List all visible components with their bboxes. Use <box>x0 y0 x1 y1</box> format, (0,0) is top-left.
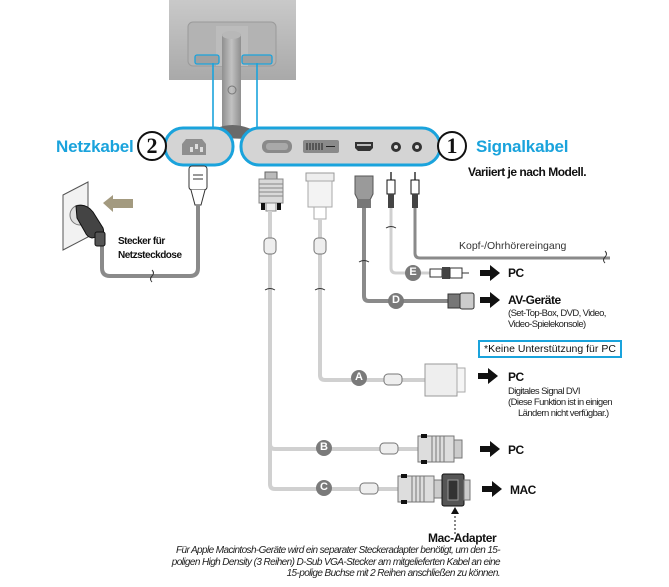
arrow-icon <box>480 292 500 308</box>
destination-d-description: (Set-Top-Box, DVD, Video, Video-Spieleko… <box>508 308 606 330</box>
power-port-panel <box>163 126 235 167</box>
power-section-title: Netzkabel <box>56 137 134 156</box>
hdmi-note-box: *Keine Unterstützung für PC <box>478 340 622 358</box>
headphone-label: Kopf-/Ohrhörereingang <box>459 240 567 252</box>
signal-section-subtitle: Variiert je nach Modell. <box>468 165 587 179</box>
destination-b: PC <box>508 443 524 457</box>
arrow-icon <box>480 441 500 457</box>
destination-d: AV-Geräte <box>508 293 561 307</box>
badge-letter-a: A <box>355 371 363 383</box>
monitor-back <box>169 0 296 139</box>
badge-letter-e: E <box>409 266 417 278</box>
badge-d <box>388 293 404 309</box>
destination-a-description: Digitales Signal DVI (Diese Funktion ist… <box>508 386 613 419</box>
badge-a <box>351 370 367 386</box>
hdmi-port-icon <box>355 142 373 151</box>
badge-letter-c: C <box>320 481 328 493</box>
cable-paths <box>263 208 610 495</box>
power-plug-label-line1: Stecker für <box>118 236 165 247</box>
badge-letter-b: B <box>320 441 328 453</box>
power-section-number: 2 <box>137 131 167 161</box>
mac-adapter-title: Mac-Adapter <box>428 531 497 545</box>
power-plug-label: Stecker für Netzsteckdose <box>118 235 182 263</box>
badge-e <box>405 265 421 281</box>
signal-connectors <box>258 171 420 220</box>
dvi-port-icon <box>303 140 339 153</box>
power-plug-label-line2: Netzsteckdose <box>118 250 182 261</box>
arrow-icon <box>478 368 498 384</box>
destination-arrows <box>478 265 502 497</box>
end-connectors <box>397 267 475 534</box>
destination-c: MAC <box>510 483 536 497</box>
badge-b <box>316 440 332 456</box>
badge-letter-d: D <box>392 294 400 306</box>
signal-section-number: 1 <box>437 131 467 161</box>
signal-port-panel <box>239 126 442 167</box>
arrow-icon <box>482 481 502 497</box>
destination-e: PC <box>508 266 524 280</box>
badge-c <box>316 480 332 496</box>
power-cable <box>62 165 208 283</box>
signal-section-title: Signalkabel <box>476 137 569 156</box>
arrow-icon <box>480 265 500 281</box>
mac-adapter-note: Für Apple Macintosh-Geräte wird ein sepa… <box>171 545 501 579</box>
destination-a: PC <box>508 370 524 384</box>
cable-badges <box>316 265 421 496</box>
